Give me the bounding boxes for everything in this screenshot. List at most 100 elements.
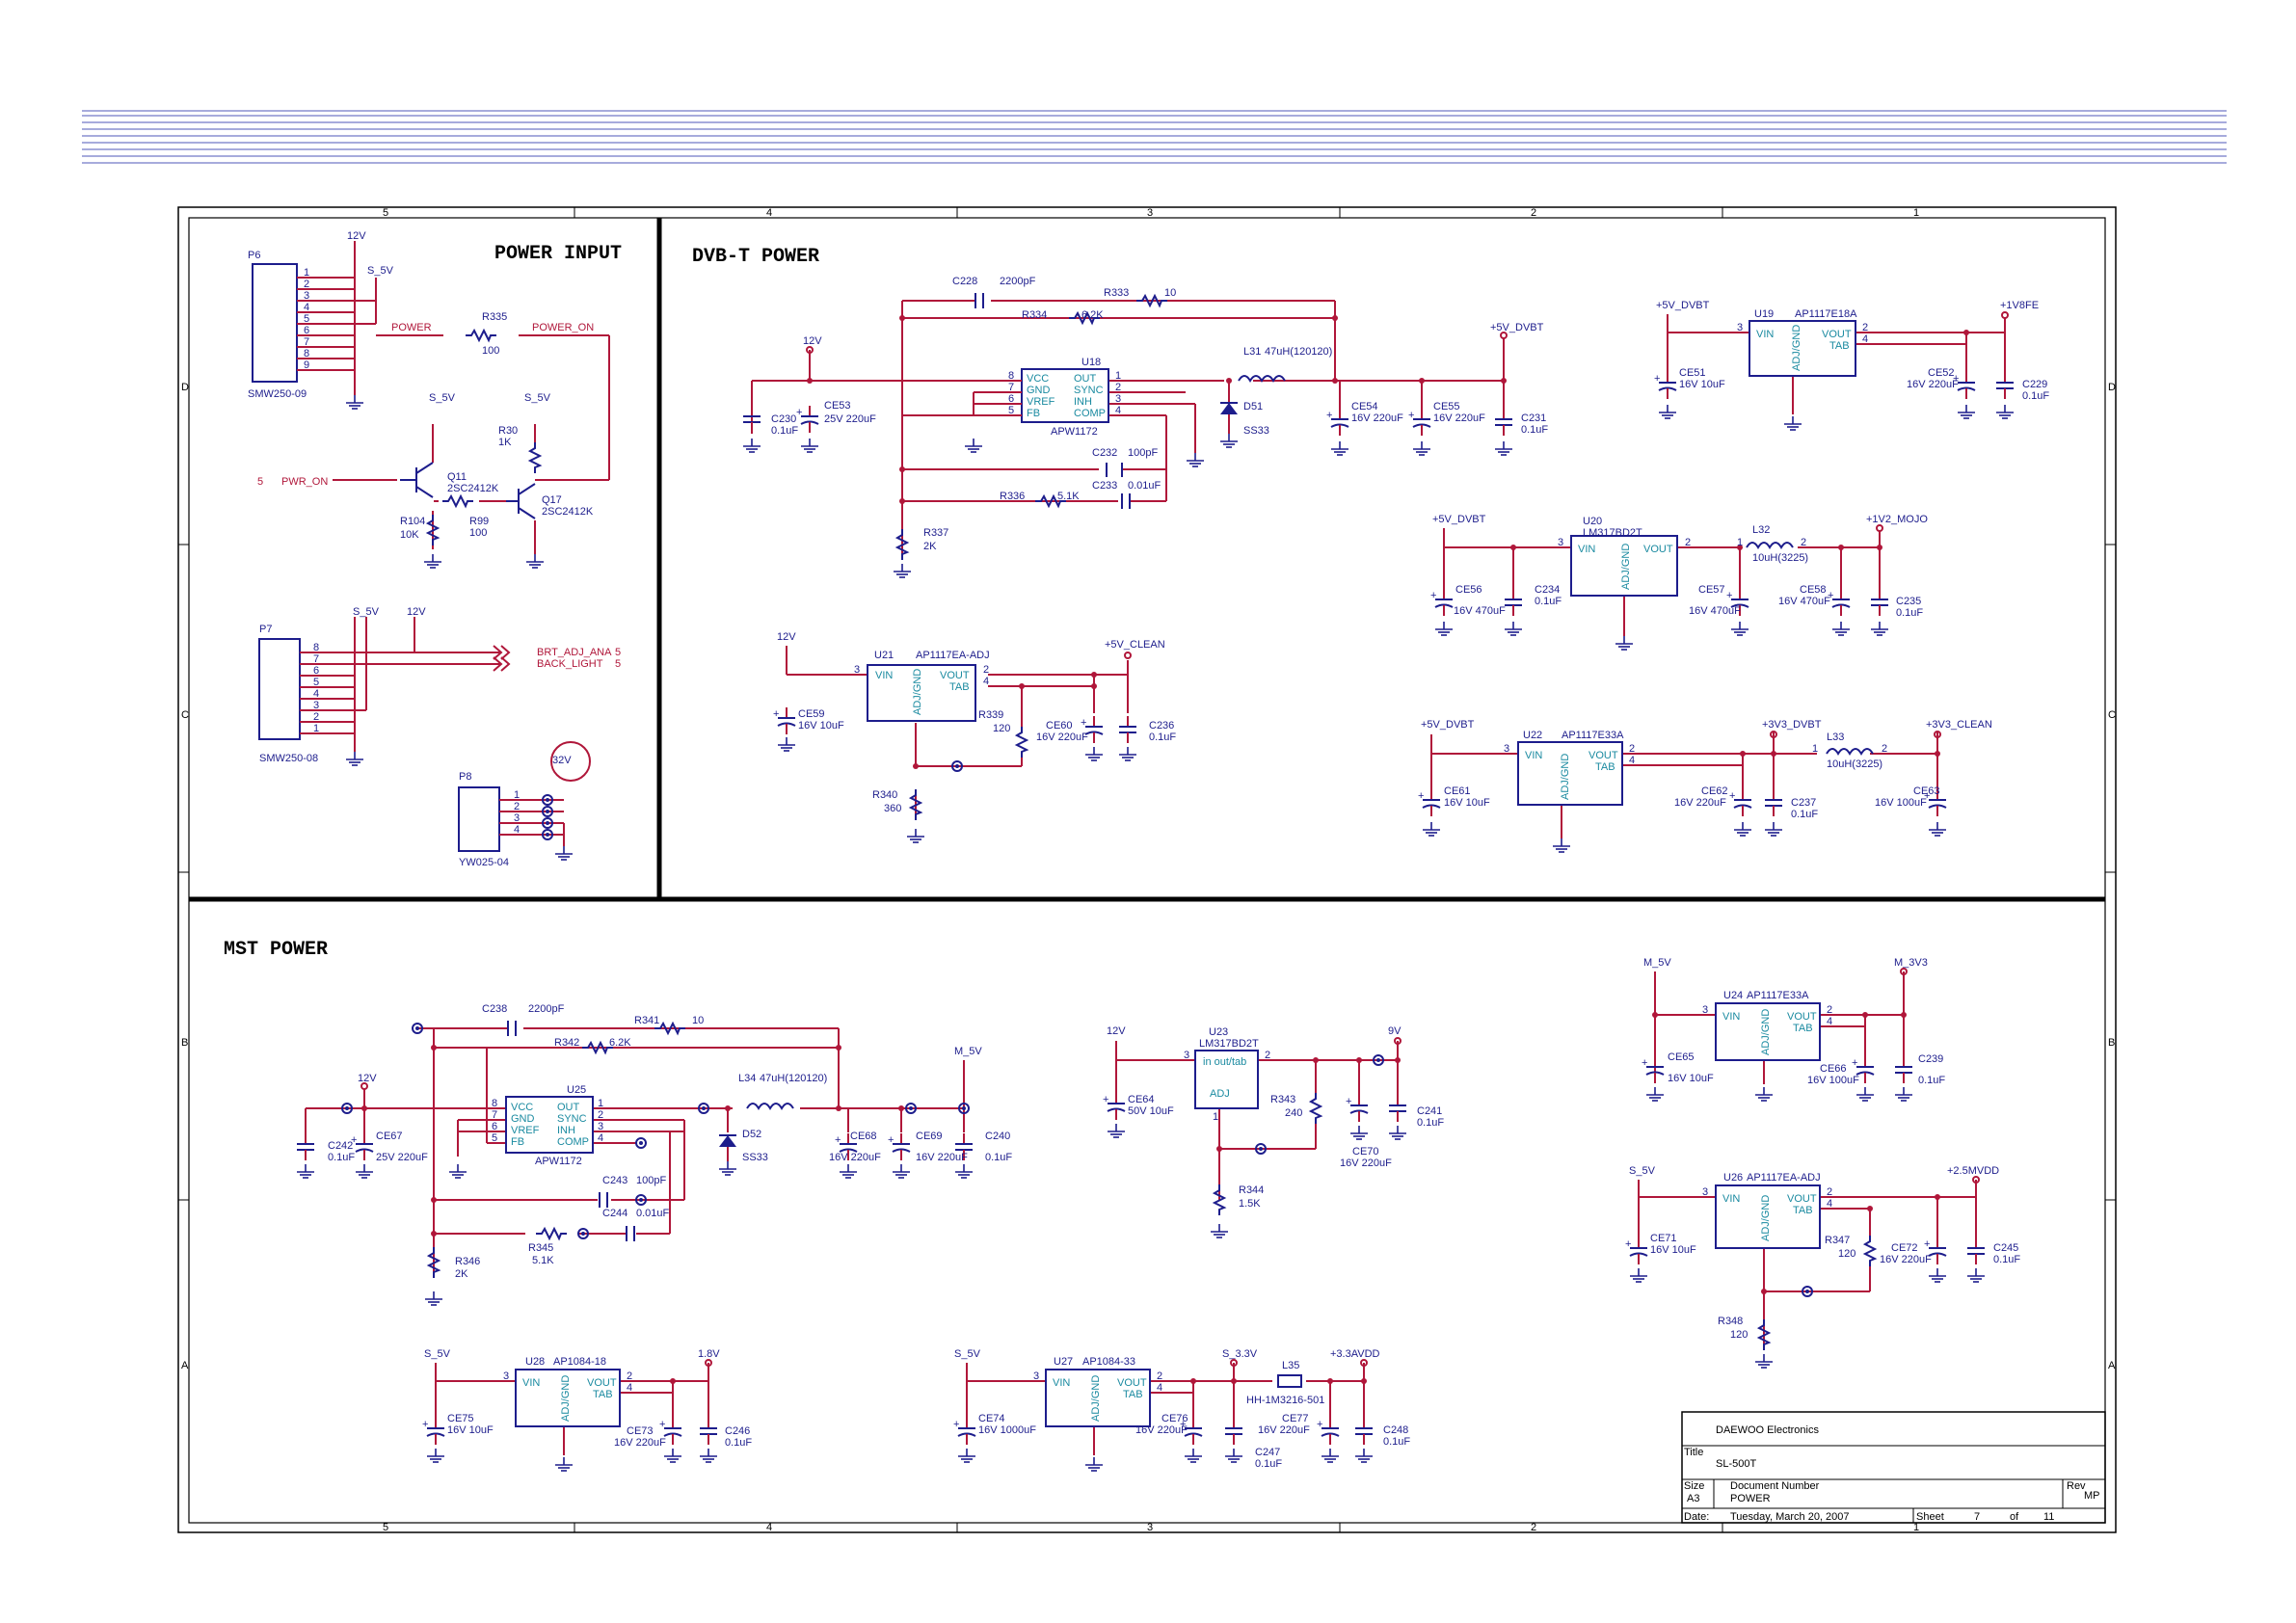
svg-text:FB: FB <box>1027 408 1040 419</box>
svg-text:360: 360 <box>884 803 901 814</box>
svg-text:3: 3 <box>1737 322 1743 333</box>
svg-text:1: 1 <box>1737 537 1743 548</box>
svg-text:S_5V: S_5V <box>954 1348 981 1360</box>
date-value: Tuesday, March 20, 2007 <box>1730 1511 1850 1523</box>
col-label: 5 <box>383 207 388 219</box>
svg-text:5.1K: 5.1K <box>532 1255 554 1266</box>
svg-text:47uH(120120): 47uH(120120) <box>1265 346 1332 358</box>
svg-text:GND: GND <box>511 1113 535 1125</box>
svg-text:AP1117EA-ADJ: AP1117EA-ADJ <box>916 650 990 661</box>
svg-text:25V 220uF: 25V 220uF <box>824 413 876 425</box>
svg-text:C245: C245 <box>1993 1242 2018 1254</box>
svg-text:AP1117E33A: AP1117E33A <box>1747 990 1809 1001</box>
svg-text:CE74: CE74 <box>978 1413 1005 1424</box>
svg-text:R343: R343 <box>1270 1094 1295 1105</box>
connector-p6 <box>252 263 298 383</box>
svg-text:R339: R339 <box>978 709 1003 721</box>
svg-text:SYNC: SYNC <box>557 1113 587 1125</box>
svg-text:1: 1 <box>313 723 319 734</box>
svg-text:10K: 10K <box>400 529 419 541</box>
svg-text:100: 100 <box>482 345 499 357</box>
svg-text:R341: R341 <box>634 1015 659 1026</box>
svg-text:C241: C241 <box>1417 1105 1442 1117</box>
svg-text:CE52: CE52 <box>1928 367 1955 379</box>
svg-text:L34: L34 <box>738 1073 756 1084</box>
svg-text:2SC2412K: 2SC2412K <box>447 483 499 494</box>
svg-text:6: 6 <box>313 665 319 677</box>
svg-text:U23: U23 <box>1209 1026 1228 1038</box>
svg-text:0.1uF: 0.1uF <box>1993 1254 2020 1265</box>
svg-text:CE63: CE63 <box>1913 785 1940 797</box>
svg-text:8: 8 <box>1008 370 1014 382</box>
svg-text:2: 2 <box>598 1109 603 1121</box>
svg-text:2: 2 <box>627 1370 632 1382</box>
svg-text:M_5V: M_5V <box>1643 957 1671 969</box>
svg-text:240: 240 <box>1285 1107 1302 1119</box>
svg-text:16V 220uF: 16V 220uF <box>614 1437 666 1449</box>
svg-text:2200pF: 2200pF <box>1000 276 1036 287</box>
svg-text:VIN: VIN <box>1053 1377 1070 1389</box>
ic-u24 <box>1715 1002 1821 1061</box>
svg-text:16V 10uF: 16V 10uF <box>1650 1244 1696 1256</box>
svg-text:SMW250-09: SMW250-09 <box>248 388 307 400</box>
svg-text:CE61: CE61 <box>1444 785 1471 797</box>
svg-text:CE54: CE54 <box>1351 401 1378 412</box>
svg-text:7: 7 <box>304 336 309 348</box>
svg-text:16V 220uF: 16V 220uF <box>1340 1157 1392 1169</box>
svg-text:CE56: CE56 <box>1455 584 1482 596</box>
svg-text:TAB: TAB <box>949 681 970 693</box>
svg-text:AP1117EA-ADJ: AP1117EA-ADJ <box>1747 1172 1821 1184</box>
svg-text:2: 2 <box>1862 322 1868 333</box>
svg-text:POWER_ON: POWER_ON <box>532 322 594 333</box>
row-label: A <box>181 1360 189 1371</box>
svg-text:2: 2 <box>1827 1186 1832 1198</box>
svg-text:L35: L35 <box>1282 1360 1299 1371</box>
svg-text:2SC2412K: 2SC2412K <box>542 506 594 518</box>
svg-text:U21: U21 <box>874 650 894 661</box>
svg-text:CE69: CE69 <box>916 1131 943 1142</box>
svg-text:S_5V: S_5V <box>429 392 456 404</box>
svg-text:TAB: TAB <box>1793 1023 1813 1034</box>
svg-text:10uH(3225): 10uH(3225) <box>1752 552 1808 564</box>
svg-text:8: 8 <box>492 1098 497 1109</box>
svg-text:P6: P6 <box>248 250 260 261</box>
svg-text:CE55: CE55 <box>1433 401 1460 412</box>
svg-text:6: 6 <box>304 325 309 336</box>
row-label: D <box>181 382 189 393</box>
svg-text:Q11: Q11 <box>447 471 467 483</box>
svg-text:2200pF: 2200pF <box>528 1003 565 1015</box>
svg-text:M_3V3: M_3V3 <box>1894 957 1928 969</box>
svg-text:2: 2 <box>313 711 319 723</box>
svg-text:R335: R335 <box>482 311 507 323</box>
svg-text:C233: C233 <box>1092 480 1117 492</box>
svg-text:2: 2 <box>304 279 309 290</box>
svg-text:3: 3 <box>1702 1186 1708 1198</box>
svg-text:CE73: CE73 <box>627 1425 654 1437</box>
title-block: DAEWOO Electronics Title SL-500T Size A3… <box>1681 1411 2106 1524</box>
svg-text:4: 4 <box>598 1132 603 1144</box>
svg-text:U25: U25 <box>567 1084 586 1096</box>
svg-text:MP: MP <box>2084 1490 2100 1502</box>
svg-text:C234: C234 <box>1535 584 1560 596</box>
svg-text:3: 3 <box>1702 1004 1708 1016</box>
svg-text:Rev: Rev <box>2067 1480 2086 1492</box>
svg-text:R347: R347 <box>1825 1235 1850 1246</box>
svg-text:Sheet: Sheet <box>1916 1511 1944 1523</box>
svg-text:CE60: CE60 <box>1046 720 1073 732</box>
svg-text:S_5V: S_5V <box>353 606 380 618</box>
svg-text:Q17: Q17 <box>542 494 562 506</box>
svg-text:TAB: TAB <box>1793 1205 1813 1216</box>
svg-text:VOUT: VOUT <box>1787 1011 1817 1023</box>
svg-text:ADJ/GND: ADJ/GND <box>1760 1009 1772 1055</box>
power-input-section: P6 SMW250-09 12 34 56 78 9 12V S_5V POWE… <box>248 230 621 868</box>
svg-text:VIN: VIN <box>875 670 893 681</box>
dvbt-section: C228 2200pF R333 10 R334 6.2K 12V C230 0… <box>742 276 2049 853</box>
document-number: POWER <box>1730 1493 1771 1504</box>
svg-text:2: 2 <box>1157 1370 1162 1382</box>
svg-text:VOUT: VOUT <box>587 1377 617 1389</box>
svg-text:25V 220uF: 25V 220uF <box>376 1152 428 1163</box>
ic-u27 <box>1045 1369 1151 1427</box>
svg-text:1: 1 <box>514 789 520 801</box>
svg-text:U18: U18 <box>1081 357 1101 368</box>
svg-text:ADJ: ADJ <box>1210 1088 1230 1100</box>
